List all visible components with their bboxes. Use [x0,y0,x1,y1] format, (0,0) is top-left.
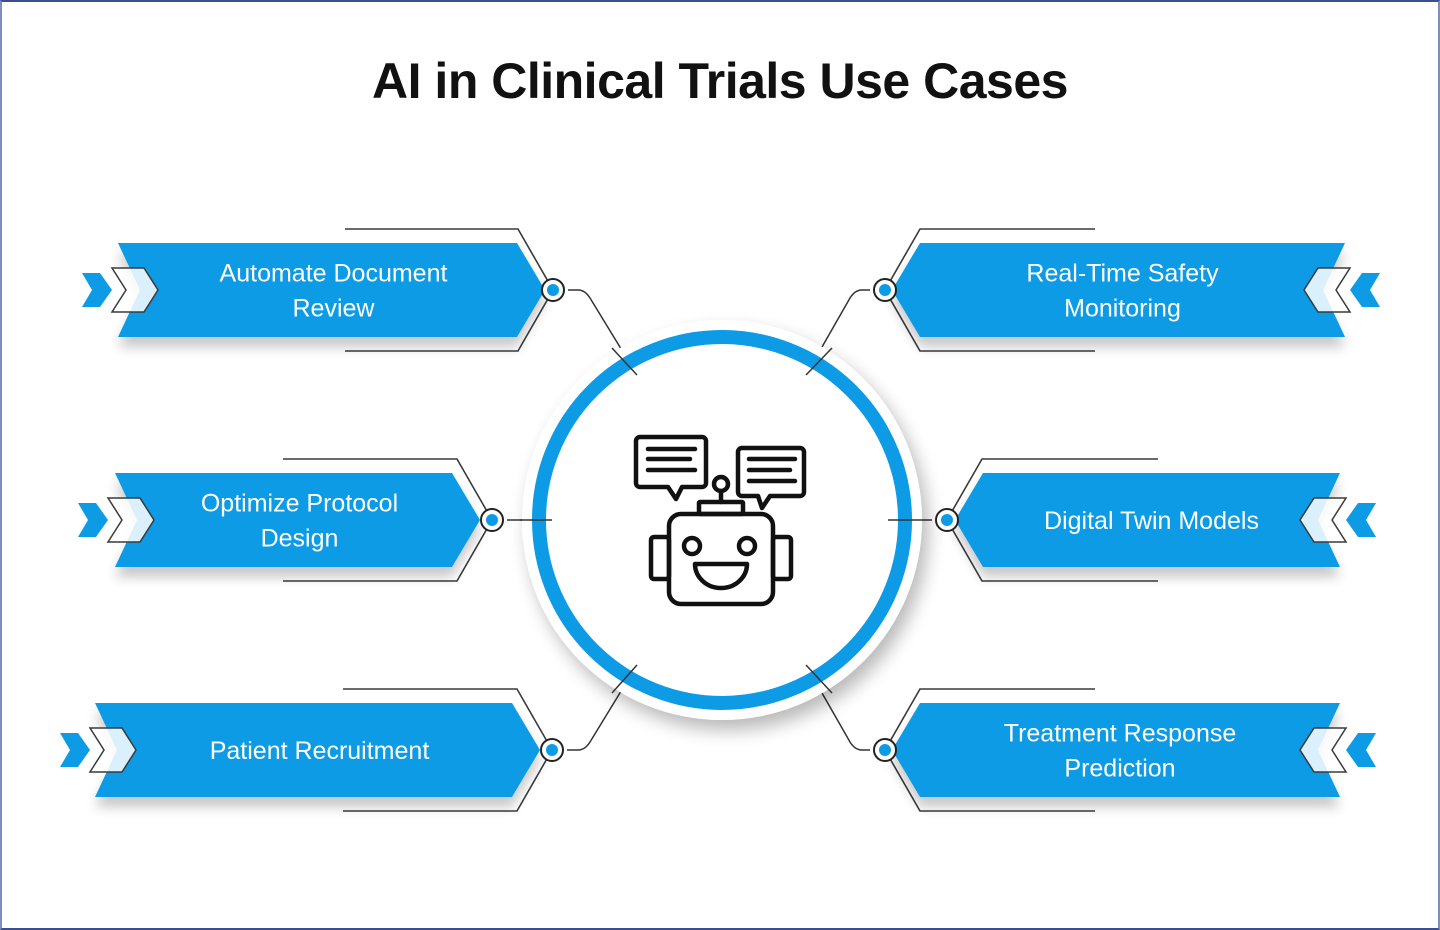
speech-bubble-left-icon [633,434,709,502]
chevron-left-outline-icon [1303,267,1352,313]
use-case-label: Digital Twin Models [1044,507,1259,535]
chevron-right-icon [82,273,112,307]
banner-body [892,243,1345,337]
use-case-left-bottom: Patient Recruitment [60,688,564,812]
robot-chat-icon [633,434,807,607]
use-case-label: Monitoring [1064,295,1181,323]
banner-body [115,473,480,567]
chevron-right-outline-icon [110,267,159,313]
hub-stub-tr [805,347,833,376]
connector-line-right-top [805,289,870,376]
chevron-left-outline-icon [1299,727,1348,773]
banner-body [118,243,545,337]
use-case-label: Design [261,525,339,553]
connector-node-dot [546,744,558,756]
use-case-label: Optimize Protocol [201,490,398,518]
speech-bubble-right-icon [735,445,807,511]
banner-body [955,473,1340,567]
connector-node-dot [941,514,953,526]
use-case-label: Automate Document [220,260,448,288]
chevron-left-icon [1346,503,1376,537]
page-title: AI in Clinical Trials Use Cases [372,53,1068,109]
hub-stub-tl [611,347,638,376]
chevron-right-outline-icon [106,497,155,543]
connector-line-left-top [568,289,638,376]
use-case-label: Review [293,295,376,323]
use-case-label: Prediction [1064,755,1175,783]
connector-node-dot [547,284,559,296]
connector-node-dot [879,744,891,756]
use-case-right-middle: Digital Twin Models [935,458,1376,582]
banner-body [95,703,540,797]
chevron-left-outline-icon [1299,497,1348,543]
use-case-label: Patient Recruitment [210,737,430,765]
use-case-label: Treatment Response [1004,720,1237,748]
chevron-right-outline-icon [88,727,137,773]
banner-body [892,703,1340,797]
chevron-right-icon [78,503,108,537]
connector-line-left-bottom [567,664,638,751]
chevron-right-icon [60,733,90,767]
center-disk [522,320,922,720]
center-hub [520,320,922,720]
connector-line-right-bottom [805,664,870,751]
hub-stub-bl [611,664,638,694]
chevron-left-icon [1350,273,1380,307]
connector-node-dot [879,284,891,296]
use-case-label: Real-Time Safety [1026,260,1219,288]
connector-lines [507,289,932,751]
hub-stub-br [805,664,833,694]
chevron-left-icon [1346,733,1376,767]
connector-node-dot [486,514,498,526]
